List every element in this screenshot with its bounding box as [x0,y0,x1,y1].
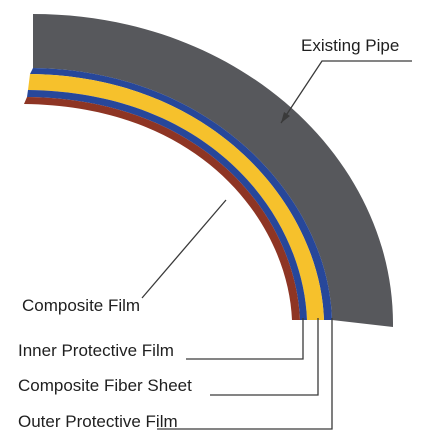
outer-protective-film-leader [157,318,333,430]
existing-pipe-band [33,14,394,327]
composite-film-leader [141,199,227,299]
composite-film-label: Composite Film [22,296,140,315]
inner-protective-film-leader [186,318,304,360]
outer-protective-film-label: Outer Protective Film [18,412,178,431]
composite-fiber-sheet-band [28,74,324,320]
composite-fiber-sheet-leader [210,318,319,396]
composite-fiber-sheet-label: Composite Fiber Sheet [18,376,192,395]
inner-protective-film-label: Inner Protective Film [18,341,174,360]
existing-pipe-arrowhead [281,112,290,123]
existing-pipe-label: Existing Pipe [301,36,399,55]
existing-pipe-leader [280,60,412,124]
